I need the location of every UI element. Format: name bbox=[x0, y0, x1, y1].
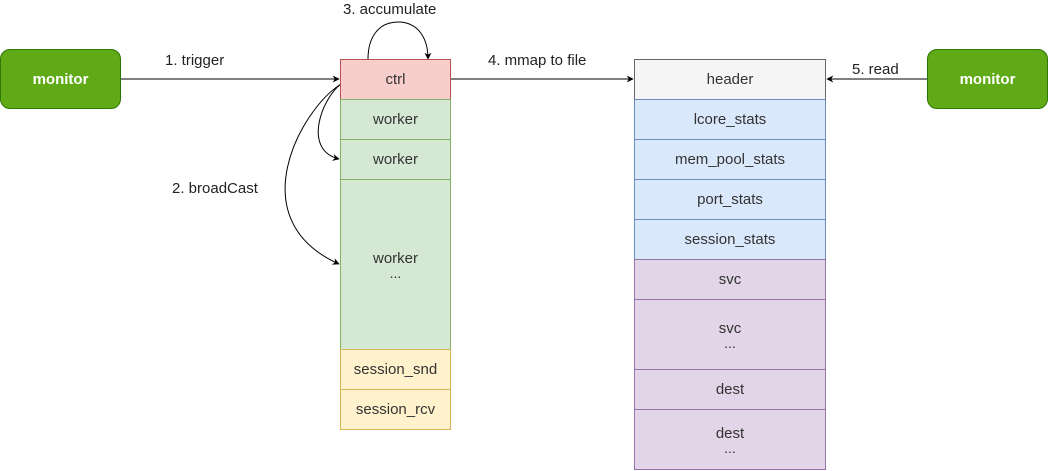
mem-pool-stats-box: mem_pool_stats bbox=[634, 139, 826, 180]
session-rcv-box: session_rcv bbox=[340, 389, 451, 430]
worker-3-label: worker bbox=[372, 250, 418, 267]
edge-broadcast-worker3 bbox=[284, 83, 342, 265]
edge-label-broadcast: 2. broadCast bbox=[172, 180, 258, 197]
ctrl-label: ctrl bbox=[385, 71, 406, 88]
port-stats-box: port_stats bbox=[634, 179, 826, 220]
lcore-stats-box: lcore_stats bbox=[634, 99, 826, 140]
port-stats-label: port_stats bbox=[697, 191, 763, 208]
edge-label-trigger: 1. trigger bbox=[165, 52, 225, 69]
edge-label-read: 5. read bbox=[852, 61, 899, 78]
worker-1-label: worker bbox=[372, 111, 418, 128]
svc-1-label: svc bbox=[718, 271, 742, 288]
svc-box-1: svc bbox=[634, 259, 826, 300]
mem-pool-stats-label: mem_pool_stats bbox=[674, 151, 786, 168]
edge-label-accumulate: 3. accumulate bbox=[343, 1, 437, 18]
monitor-left: monitor bbox=[0, 49, 121, 109]
session-stats-label: session_stats bbox=[684, 231, 776, 248]
worker-2-label: worker bbox=[372, 151, 418, 168]
dest-2-ellipsis: ... bbox=[724, 440, 736, 456]
edge-accumulate bbox=[367, 21, 432, 60]
session-snd-box: session_snd bbox=[340, 349, 451, 390]
worker-box-2: worker bbox=[340, 139, 451, 180]
dest-box-1: dest bbox=[634, 369, 826, 410]
session-snd-label: session_snd bbox=[353, 361, 438, 378]
dest-box-2: dest ... bbox=[634, 409, 826, 470]
lcore-stats-label: lcore_stats bbox=[693, 111, 767, 128]
worker-box-3: worker ... bbox=[340, 179, 451, 350]
header-label: header bbox=[706, 71, 754, 88]
worker-3-ellipsis: ... bbox=[389, 265, 402, 281]
session-stats-box: session_stats bbox=[634, 219, 826, 260]
edge-label-mmap: 4. mmap to file bbox=[488, 52, 587, 69]
dest-1-label: dest bbox=[715, 381, 745, 398]
ctrl-box: ctrl bbox=[340, 59, 451, 100]
svc-2-ellipsis: ... bbox=[724, 335, 736, 351]
session-rcv-label: session_rcv bbox=[355, 401, 436, 418]
monitor-left-label: monitor bbox=[32, 70, 89, 88]
svc-box-2: svc ... bbox=[634, 299, 826, 370]
worker-box-1: worker bbox=[340, 99, 451, 140]
dest-2-label: dest bbox=[715, 425, 745, 442]
svc-2-label: svc bbox=[718, 320, 742, 337]
edge-broadcast-worker2 bbox=[317, 83, 342, 161]
monitor-right: monitor bbox=[927, 49, 1048, 109]
header-box: header bbox=[634, 59, 826, 100]
monitor-right-label: monitor bbox=[959, 70, 1016, 88]
